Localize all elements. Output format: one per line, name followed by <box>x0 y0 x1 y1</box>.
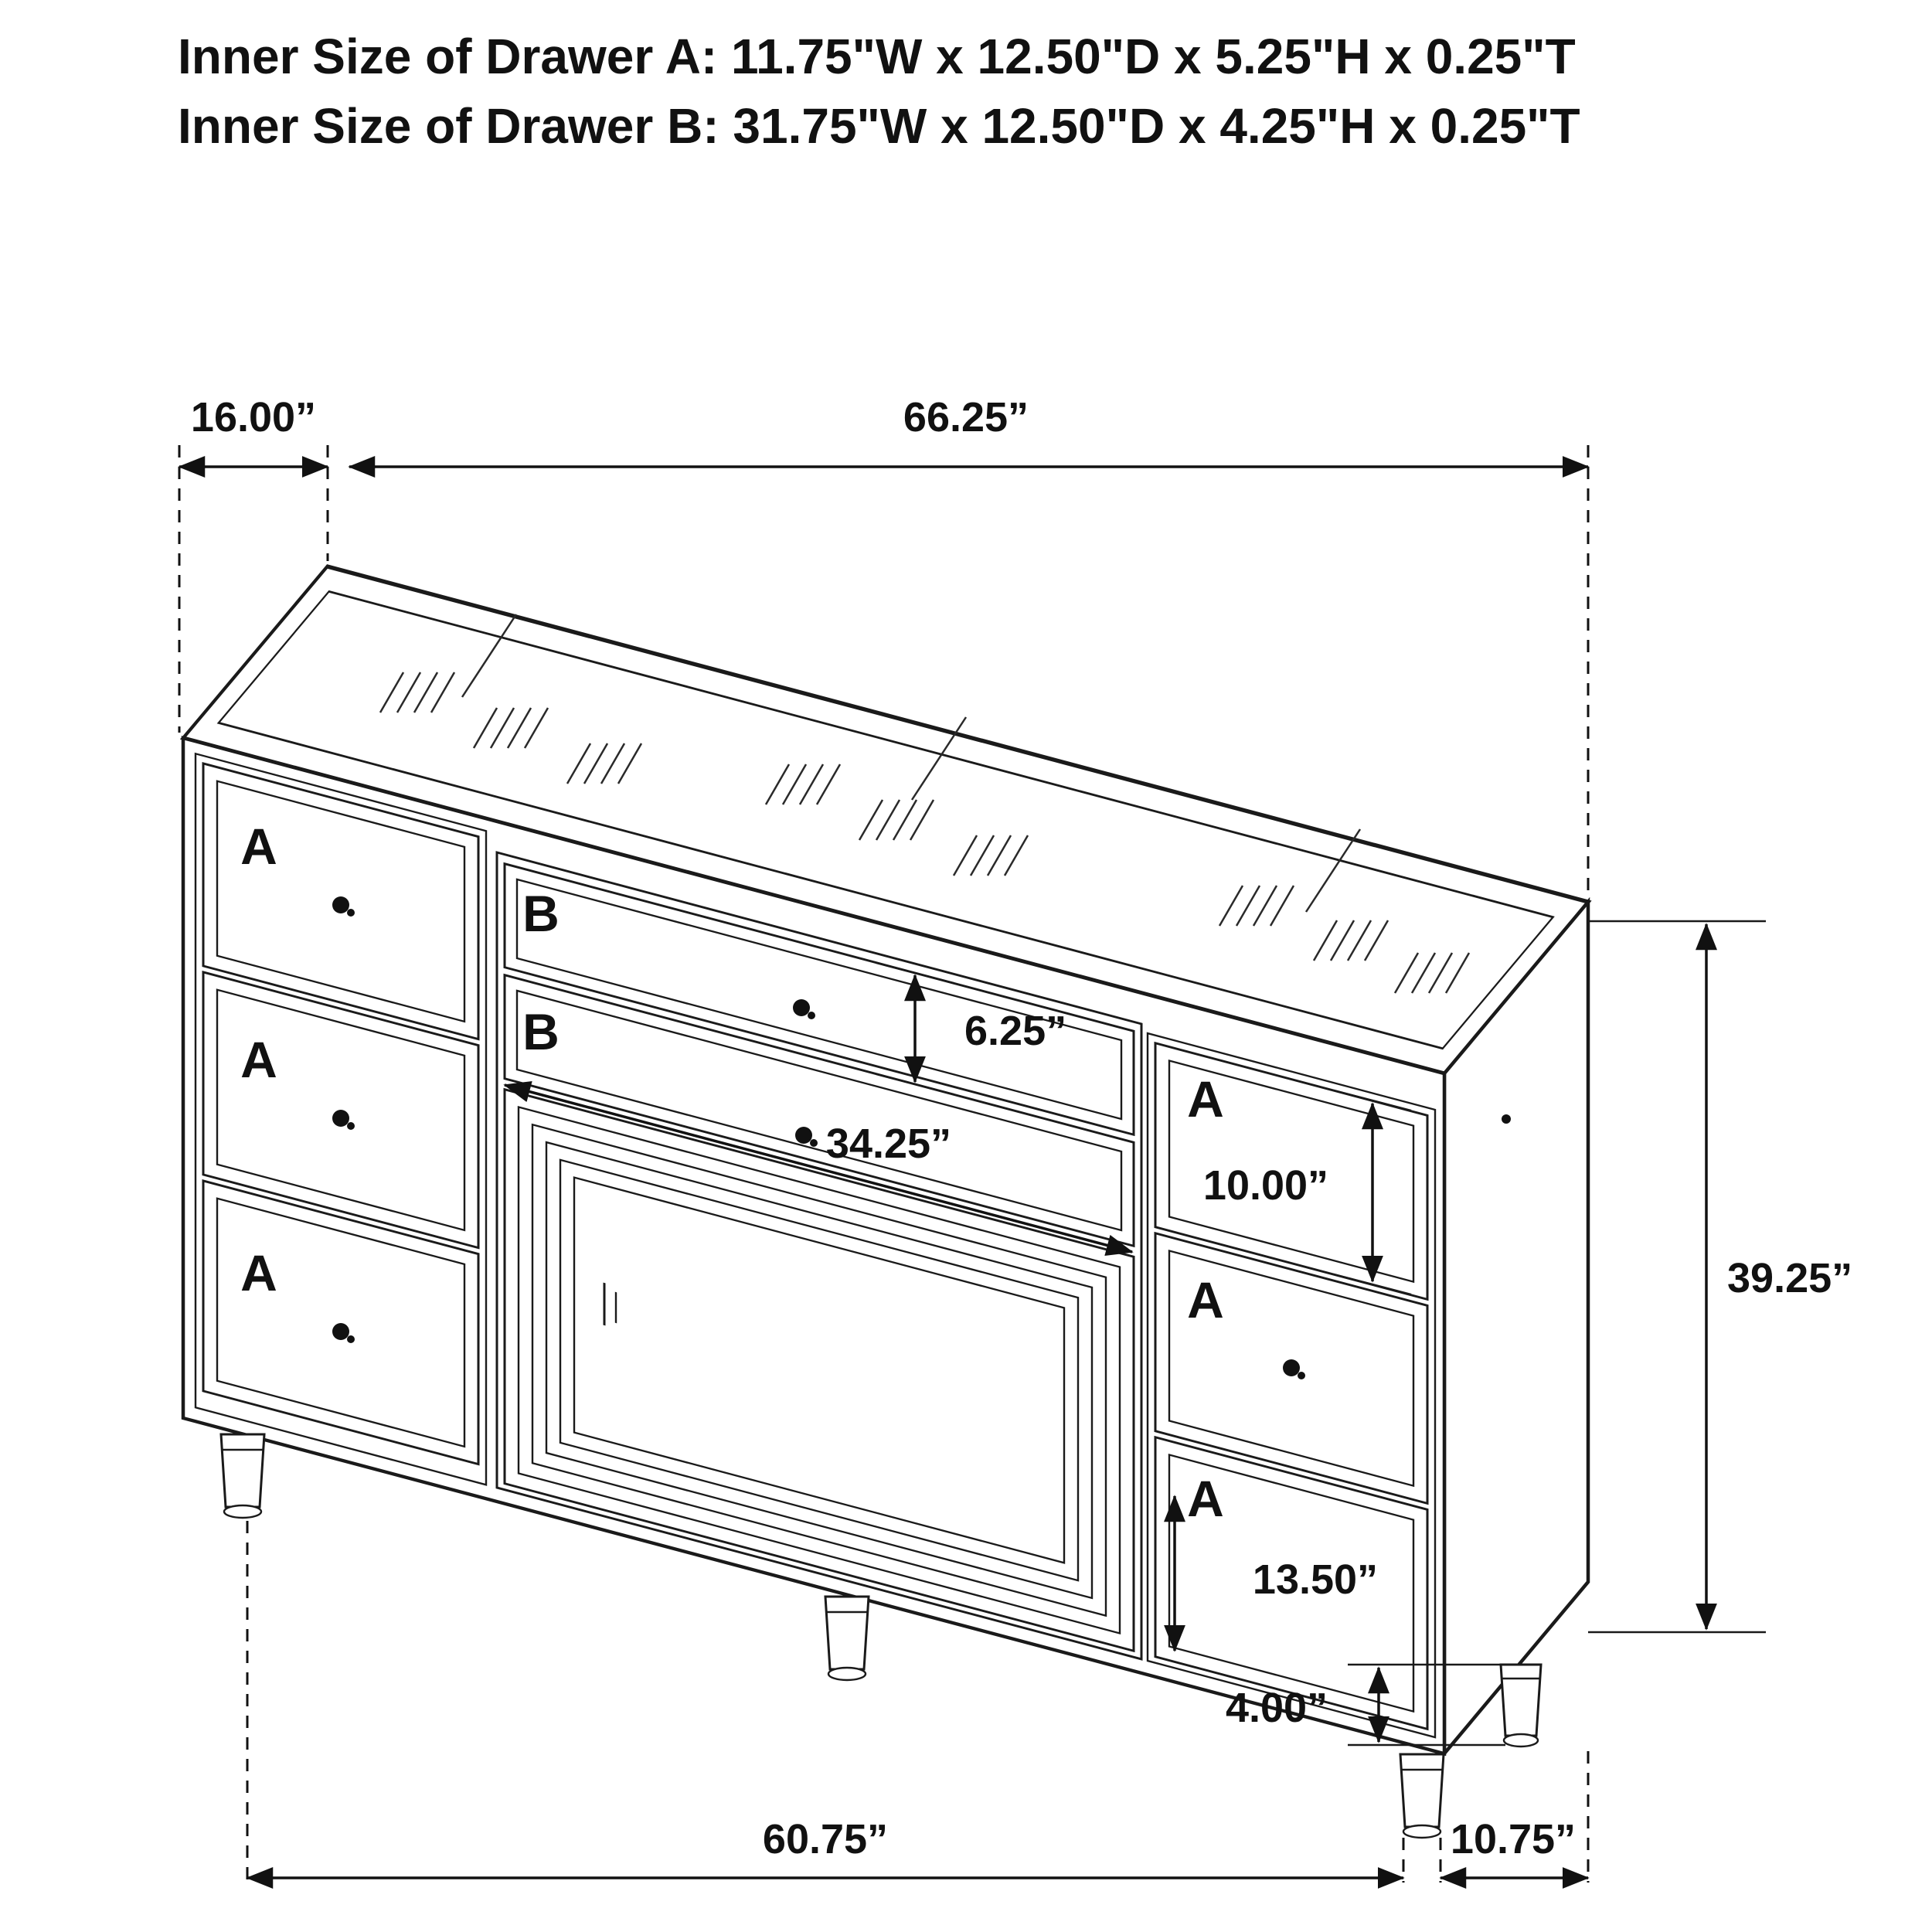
drawer-a-left-3 <box>202 1179 480 1466</box>
leg-front-right <box>1399 1753 1445 1839</box>
drawer-a-left-2 <box>202 971 480 1250</box>
drawer-letter-labels: A A A B B A A A <box>240 818 1224 1527</box>
label-drawer-a-right-2: A <box>1187 1271 1224 1328</box>
leg-front-middle <box>824 1595 870 1682</box>
dim-overall-height: 39.25” <box>1588 920 1852 1634</box>
legs <box>219 1433 1543 1839</box>
dim-drawer-b-height-label: 6.25” <box>964 1008 1066 1054</box>
knob-a-right-2 <box>1283 1359 1305 1379</box>
diagram-title-line-2: Inner Size of Drawer B: 31.75"W x 12.50"… <box>178 98 1580 154</box>
knob-a-left-2 <box>332 1110 355 1130</box>
dim-right-bottom-drawer-label: 13.50” <box>1253 1556 1378 1603</box>
diagram-title-line-1: Inner Size of Drawer A: 11.75"W x 12.50"… <box>178 29 1576 84</box>
dim-base-depth: 10.75” <box>1439 1751 1590 1889</box>
dim-top-depth: 16.00” <box>178 394 329 733</box>
door-handle-marks <box>603 1282 617 1326</box>
side-peg-hole <box>1502 1114 1511 1124</box>
dim-base-depth-label: 10.75” <box>1451 1816 1576 1862</box>
drawer-a-right-1 <box>1154 1041 1429 1301</box>
leg-back-right <box>1499 1663 1543 1748</box>
label-drawer-a-left-2: A <box>240 1031 277 1088</box>
knob-b-1 <box>793 999 815 1019</box>
dim-top-width: 66.25” <box>348 394 1590 895</box>
dim-base-width-label: 60.75” <box>763 1816 888 1862</box>
label-drawer-b-1: B <box>522 885 560 942</box>
dim-base-width: 60.75” <box>246 1521 1405 1889</box>
label-drawer-a-right-1: A <box>1187 1070 1224 1128</box>
dim-top-depth-label: 16.00” <box>191 394 316 440</box>
dim-top-width-label: 66.25” <box>903 394 1029 440</box>
drawer-a-left-1 <box>202 762 480 1041</box>
dim-right-bottom-drawer: 13.50” <box>1164 1495 1378 1652</box>
dim-leg-height: 4.00” <box>1226 1663 1505 1747</box>
dim-drawer-b-width: 34.25” <box>503 1081 1134 1256</box>
knob-a-left-1 <box>332 896 355 917</box>
label-drawer-b-2: B <box>522 1003 560 1060</box>
dim-drawer-b-height: 6.25” <box>876 961 1066 1096</box>
dim-drawer-b-width-label: 34.25” <box>826 1121 951 1167</box>
knob-a-left-3 <box>332 1323 355 1343</box>
drawer-b-1 <box>503 862 1135 1137</box>
dim-right-top-drawer: 10.00” <box>1203 1089 1412 1296</box>
mirror-glint-marks <box>379 614 1471 995</box>
left-drawer-column <box>194 752 488 1486</box>
dim-overall-height-label: 39.25” <box>1727 1255 1852 1301</box>
label-drawer-a-right-3: A <box>1187 1470 1224 1527</box>
leg-front-left <box>219 1433 266 1519</box>
label-drawer-a-left-1: A <box>240 818 277 875</box>
label-drawer-a-left-3: A <box>240 1244 277 1301</box>
dim-right-top-drawer-label: 10.00” <box>1203 1162 1328 1209</box>
drawer-a-right-2 <box>1154 1231 1429 1505</box>
dim-leg-height-label: 4.00” <box>1226 1685 1328 1731</box>
